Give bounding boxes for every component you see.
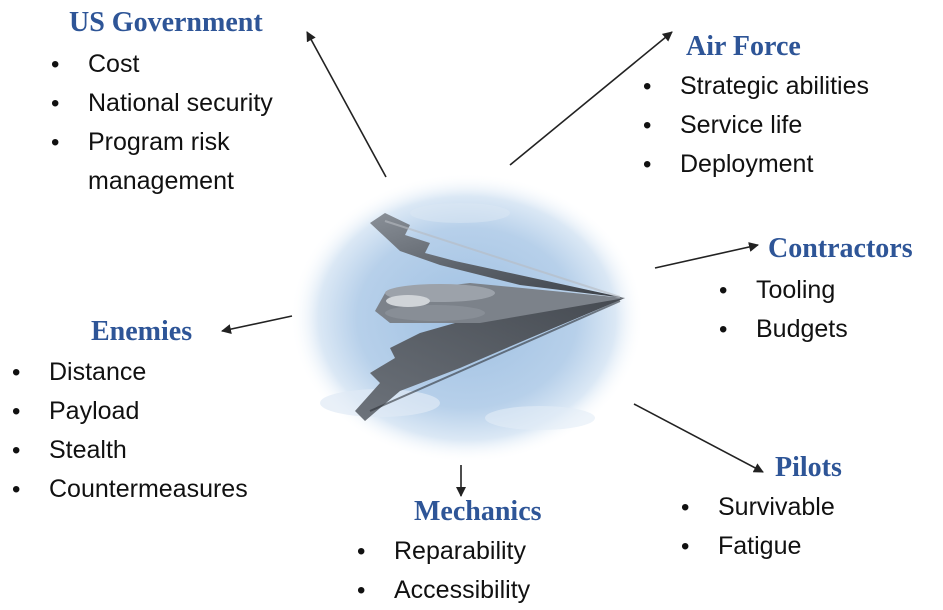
list-item: Program risk management (51, 123, 288, 201)
group-enemies: Enemies (91, 316, 192, 348)
title-us-government: US Government (69, 7, 263, 38)
list-item: Countermeasures (12, 470, 248, 509)
group-us-government: US Government (69, 7, 263, 39)
list-item: Cost (51, 45, 288, 84)
list-contractors: Tooling Budgets (719, 267, 848, 349)
list-item: National security (51, 84, 288, 123)
list-enemies: Distance Payload Stealth Countermeasures (12, 349, 248, 509)
list-us-government: Cost National security Program risk mana… (51, 41, 288, 201)
list-item: Survivable (681, 488, 835, 527)
stealth-bomber-icon (290, 173, 644, 463)
list-item: Reparability (357, 532, 530, 571)
arrow-contractors (654, 242, 759, 269)
title-enemies: Enemies (91, 316, 193, 347)
list-item: Strategic abilities (643, 67, 869, 106)
group-air-force: Air Force (686, 31, 801, 63)
arrow-us-government (306, 31, 387, 178)
arrow-air-force (509, 31, 673, 166)
list-item: Deployment (643, 145, 869, 184)
group-mechanics: Mechanics (414, 496, 542, 528)
arrow-enemies (221, 315, 293, 335)
list-item: Fatigue (681, 527, 835, 566)
title-mechanics: Mechanics (414, 496, 542, 527)
list-item: Distance (12, 353, 248, 392)
list-item: Payload (12, 392, 248, 431)
title-pilots: Pilots (775, 452, 842, 483)
list-mechanics: Reparability Accessibility (357, 528, 530, 610)
title-air-force: Air Force (686, 31, 801, 62)
list-pilots: Survivable Fatigue (681, 484, 835, 566)
center-image (290, 173, 645, 463)
cloud (410, 203, 510, 223)
list-item: Stealth (12, 431, 248, 470)
list-item: Service life (643, 106, 869, 145)
aircraft (355, 213, 625, 421)
cloud (485, 406, 595, 430)
group-pilots: Pilots (775, 452, 842, 484)
list-item: Tooling (719, 271, 848, 310)
title-contractors: Contractors (768, 233, 913, 264)
group-contractors: Contractors (768, 233, 913, 265)
list-item: Budgets (719, 310, 848, 349)
list-item: Accessibility (357, 571, 530, 610)
list-air-force: Strategic abilities Service life Deploym… (643, 63, 869, 184)
arrow-pilots (633, 403, 764, 473)
